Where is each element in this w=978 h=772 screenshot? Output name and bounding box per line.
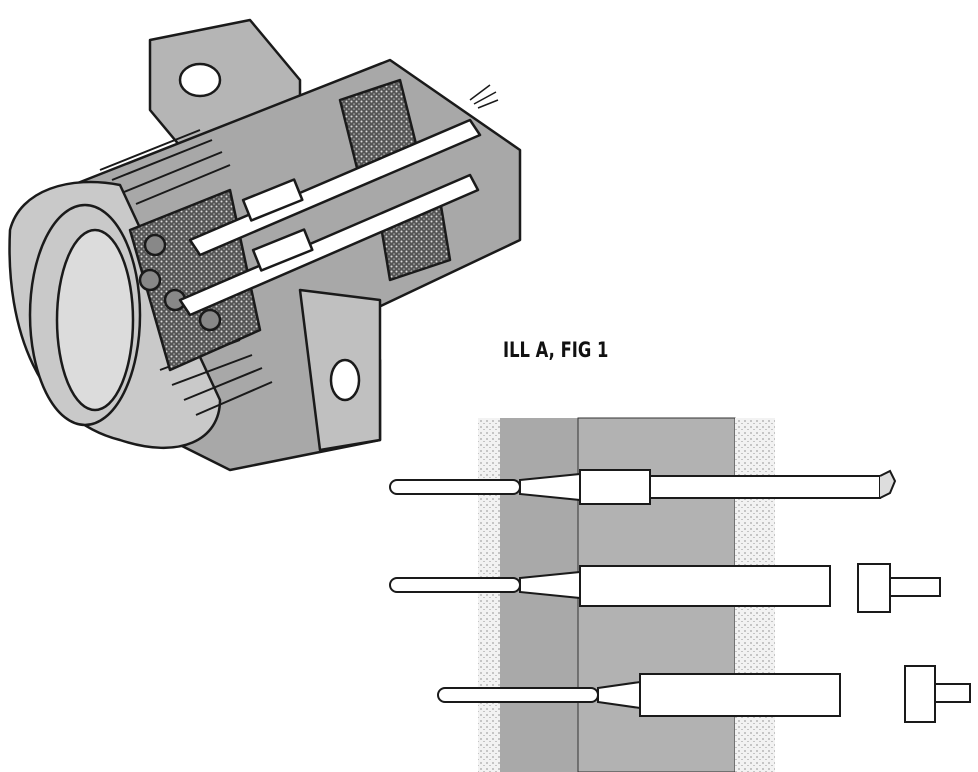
figure-caption: ILL A, FIG 1 [503,338,609,362]
connector-cutaway-drawing [8,18,522,472]
contact-cross-section-drawing [389,417,971,772]
